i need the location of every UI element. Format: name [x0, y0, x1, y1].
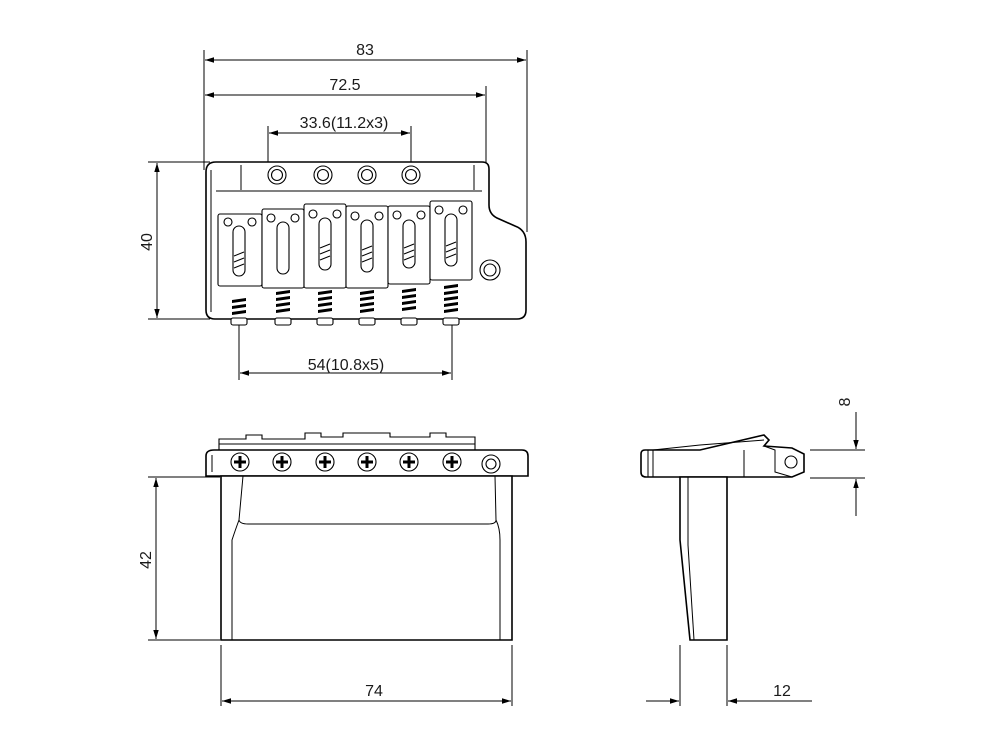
- top-view: 83 72.5 33.6(11.2x3) 40 54(10.8x5): [139, 42, 528, 380]
- dim-base-thickness: 8: [837, 397, 854, 406]
- tremolo-arm-hole: [479, 259, 501, 281]
- front-view: 42 74: [138, 432, 529, 706]
- phillips-screws: [230, 452, 462, 472]
- arm-socket: [481, 454, 501, 474]
- dim-post-spacing: 72.5: [329, 77, 360, 94]
- saddle-5: [387, 205, 431, 326]
- dim-block-height: 42: [138, 551, 155, 569]
- saddle-6: [429, 200, 473, 326]
- saddle-3: [303, 203, 347, 326]
- dim-overall-width: 83: [356, 42, 374, 59]
- side-arm-hole: [784, 455, 798, 469]
- dim-screw-spacing: 33.6(11.2x3): [300, 115, 389, 132]
- dim-block-depth: 12: [773, 683, 791, 700]
- side-block: [679, 476, 728, 641]
- dim-block-width: 74: [365, 683, 383, 700]
- side-plate: [640, 434, 805, 478]
- saddle-2: [261, 208, 305, 326]
- mounting-screw-holes: [267, 165, 421, 185]
- saddle-4: [345, 205, 389, 326]
- dim-height-top: 40: [139, 233, 156, 251]
- dim-string-spacing: 54(10.8x5): [308, 357, 385, 374]
- side-view: 8 12: [640, 397, 865, 706]
- sustain-block: [220, 475, 513, 641]
